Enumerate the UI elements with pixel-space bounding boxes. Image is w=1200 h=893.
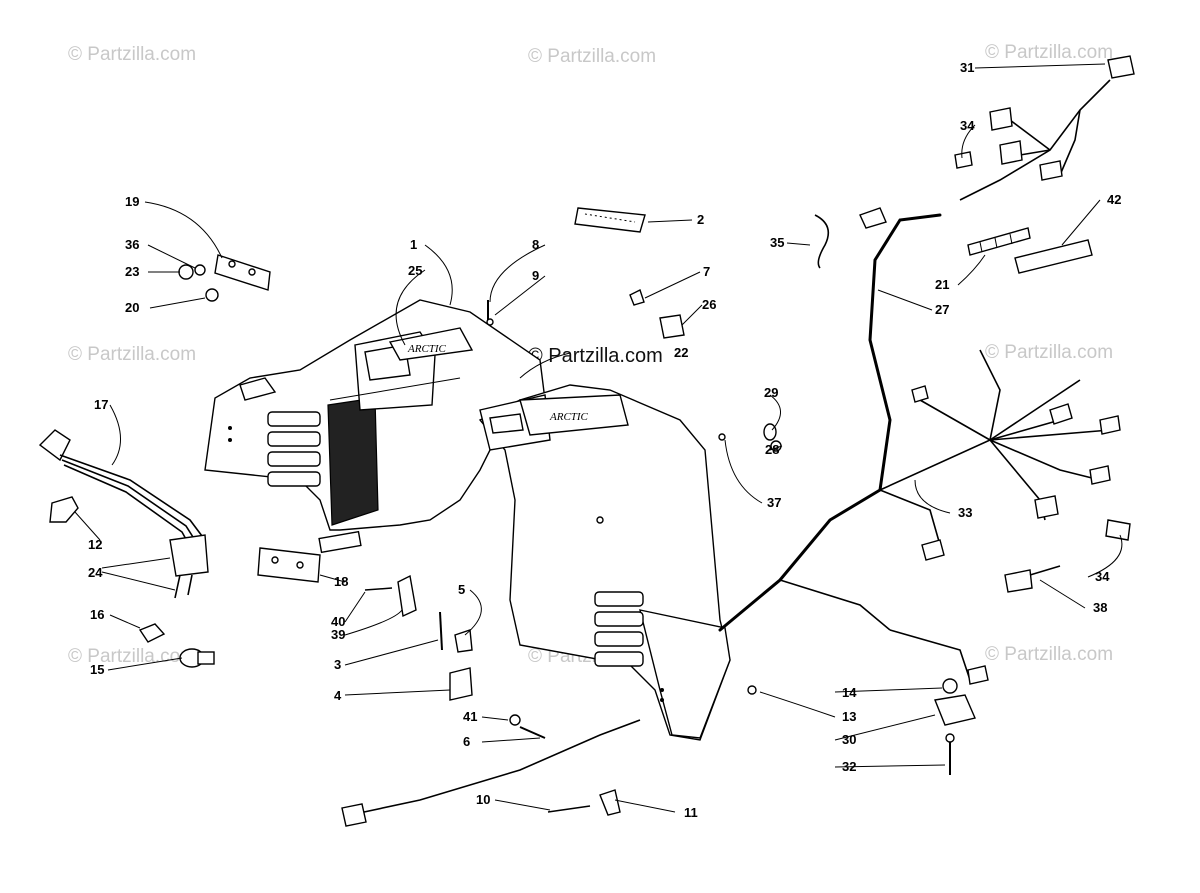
watermark: © Partzilla.com xyxy=(68,344,196,365)
wiring-harness-31 xyxy=(954,55,1135,201)
callout-22: 22 xyxy=(674,345,688,360)
callout-18: 18 xyxy=(334,574,348,589)
panel-part-18 xyxy=(257,547,321,583)
callout-7: 7 xyxy=(703,264,710,279)
svg-text:ARCTIC: ARCTIC xyxy=(549,411,589,423)
callout-10: 10 xyxy=(476,792,490,807)
watermark: © Partzilla.com xyxy=(985,342,1113,363)
watermark: © Partzilla.com xyxy=(528,46,656,67)
callout-42: 42 xyxy=(1107,192,1121,207)
console-left-section: ARCTIC xyxy=(204,299,546,554)
callout-21: 21 xyxy=(935,277,949,292)
callout-9: 9 xyxy=(532,268,539,283)
callout-39: 39 xyxy=(331,627,345,642)
clip-parts-10-11 xyxy=(547,789,621,816)
hardware-7-26-8-9 xyxy=(486,289,685,339)
plate-part-39 xyxy=(364,574,417,618)
callout-25: 25 xyxy=(408,263,422,278)
callout-30: 30 xyxy=(842,732,856,747)
callout-40: 40 xyxy=(331,614,345,629)
callout-15: 15 xyxy=(90,662,104,677)
callout-37: 37 xyxy=(767,495,781,510)
callout-38: 38 xyxy=(1093,600,1107,615)
callout-31: 31 xyxy=(960,60,974,75)
leader-lines xyxy=(74,63,1123,813)
clamp-part-35 xyxy=(814,214,830,269)
callout-5: 5 xyxy=(458,582,465,597)
bracket-part-12 xyxy=(49,496,79,523)
watermark: © Partzilla.com xyxy=(68,646,196,667)
callout-36: 36 xyxy=(125,237,139,252)
wiring-harness xyxy=(718,207,1121,685)
callout-19: 19 xyxy=(125,194,139,209)
callout-20: 20 xyxy=(125,300,139,315)
label-part-42 xyxy=(1014,239,1093,274)
key-part-16 xyxy=(138,623,166,643)
hardware-29-28-37 xyxy=(718,423,782,452)
callout-34: 34 xyxy=(1095,569,1110,584)
callout-2: 2 xyxy=(697,212,704,227)
callout-16: 16 xyxy=(90,607,104,622)
svg-text:ARCTIC: ARCTIC xyxy=(407,343,447,355)
callout-29: 29 xyxy=(764,385,778,400)
callout-35: 35 xyxy=(770,235,784,250)
watermark: © Partzilla.com xyxy=(68,44,196,65)
callout-27: 27 xyxy=(935,302,949,317)
callout-17: 17 xyxy=(94,397,108,412)
callout-4: 4 xyxy=(334,688,342,703)
bolt-part-6 xyxy=(509,714,546,739)
parts-34-38 xyxy=(1004,519,1131,593)
cable-end xyxy=(341,803,367,827)
callout-3: 3 xyxy=(334,657,341,672)
throttle-cables-17-24 xyxy=(38,429,209,599)
callout-6: 6 xyxy=(463,734,470,749)
callout-14: 14 xyxy=(842,685,857,700)
callout-1: 1 xyxy=(410,237,417,252)
sleeve-part-21 xyxy=(967,227,1031,256)
callout-8: 8 xyxy=(532,237,539,252)
switch-part-15 xyxy=(179,648,215,668)
callout-23: 23 xyxy=(125,264,139,279)
decal-part-2 xyxy=(574,207,646,233)
callout-24: 24 xyxy=(88,565,103,580)
vent-slots xyxy=(594,591,644,667)
watermark: © Partzilla.com xyxy=(985,644,1113,665)
callout-12: 12 xyxy=(88,537,102,552)
regulator-parts-13-14-30-32 xyxy=(747,678,976,775)
hardware-23-36-20 xyxy=(178,264,219,302)
panel-part-19 xyxy=(214,254,271,291)
vent-slots xyxy=(267,411,321,487)
watermark: © Partzilla.com xyxy=(985,42,1113,63)
callouts: 1 2 3 4 5 6 7 8 9 10 11 12 13 14 15 16 1… xyxy=(88,60,1121,820)
bracket-parts-3-4-5 xyxy=(439,611,473,701)
callout-13: 13 xyxy=(842,709,856,724)
callout-33: 33 xyxy=(958,505,972,520)
watermark-center: © Partzilla.com xyxy=(528,345,663,367)
cable-bottom xyxy=(349,719,641,816)
callout-34: 34 xyxy=(960,118,975,133)
callout-41: 41 xyxy=(463,709,477,724)
callout-28: 28 xyxy=(765,442,779,457)
console-right-section: ARCTIC xyxy=(478,384,731,741)
callout-26: 26 xyxy=(702,297,716,312)
callout-11: 11 xyxy=(684,805,698,820)
callout-32: 32 xyxy=(842,759,856,774)
